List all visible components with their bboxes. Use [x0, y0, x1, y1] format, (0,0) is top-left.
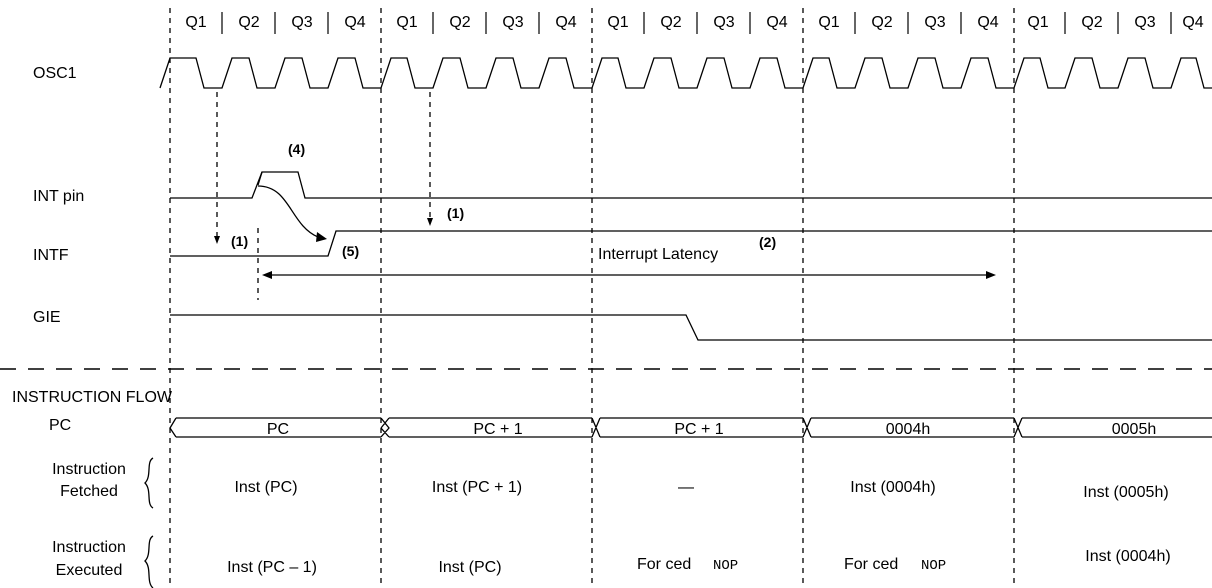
fetched-value: Inst (0005h)	[1083, 484, 1168, 501]
quarter-label: Q2	[660, 14, 681, 31]
quarter-label: Q2	[449, 14, 470, 31]
gie-waveform	[170, 314, 1212, 341]
int-to-intf-arrow	[257, 185, 319, 238]
latency-arrow	[257, 228, 996, 300]
executed-value: Inst (PC)	[438, 559, 501, 576]
pc-value: 0004h	[886, 421, 931, 438]
intf-waveform	[170, 230, 1212, 257]
quarter-labels: Q1 Q2 Q3 Q4 Q1 Q2 Q3 Q4 Q1 Q2 Q3 Q4 Q1 Q…	[185, 14, 1203, 31]
note-4: (4)	[288, 141, 305, 157]
int-pin-pulse-edge	[257, 171, 263, 186]
fetched-label-line1: Instruction	[52, 461, 126, 478]
cycle-boundaries	[169, 8, 1015, 588]
executed-value: Inst (0004h)	[1085, 548, 1170, 565]
pc-value: 0005h	[1112, 421, 1157, 438]
executed-value: For ced	[844, 556, 898, 573]
quarter-label: Q4	[766, 14, 787, 31]
quarter-label: Q1	[607, 14, 628, 31]
quarter-label: Q3	[1134, 14, 1155, 31]
note-1a: (1)	[231, 233, 248, 249]
instruction-flow-title: INSTRUCTION FLOW	[12, 389, 173, 406]
interrupt-latency-label: Interrupt Latency	[598, 246, 718, 263]
quarter-label: Q4	[344, 14, 365, 31]
pc-value: PC + 1	[674, 421, 723, 438]
int-pin-label: INT pin	[33, 188, 84, 205]
pc-value: PC	[267, 421, 289, 438]
quarter-label: Q2	[1081, 14, 1102, 31]
pc-label: PC	[49, 417, 71, 434]
sample-arrows	[214, 92, 433, 244]
executed-nop: NOP	[921, 558, 946, 574]
fetched-value: Inst (0004h)	[850, 479, 935, 496]
quarter-label: Q4	[555, 14, 576, 31]
fetched-value: Inst (PC)	[234, 479, 297, 496]
osc1-waveform	[159, 57, 1212, 89]
interrupt-latency-note: (2)	[759, 234, 776, 250]
pc-bus	[169, 417, 1212, 438]
executed-nop: NOP	[713, 558, 738, 574]
executed-brace	[144, 535, 154, 588]
executed-value: Inst (PC – 1)	[227, 559, 317, 576]
quarter-label: Q2	[871, 14, 892, 31]
int-pin-waveform	[170, 171, 1212, 199]
int-to-intf-arrowhead	[316, 232, 327, 242]
osc1-label: OSC1	[33, 65, 77, 82]
quarter-label: Q4	[1182, 14, 1203, 31]
intf-label: INTF	[33, 247, 69, 264]
quarter-label: Q1	[396, 14, 417, 31]
executed-label-line1: Instruction	[52, 539, 126, 556]
quarter-label: Q3	[924, 14, 945, 31]
quarter-label: Q4	[977, 14, 998, 31]
note-1b: (1)	[447, 205, 464, 221]
quarter-label: Q1	[818, 14, 839, 31]
quarter-label: Q2	[238, 14, 259, 31]
gie-label: GIE	[33, 309, 61, 326]
quarter-label: Q1	[1027, 14, 1048, 31]
executed-value: For ced	[637, 556, 691, 573]
fetched-value: Inst (PC + 1)	[432, 479, 522, 496]
fetched-value: —	[678, 479, 694, 496]
quarter-label: Q3	[713, 14, 734, 31]
fetched-brace	[144, 457, 154, 509]
note-5: (5)	[342, 243, 359, 259]
quarter-label: Q3	[291, 14, 312, 31]
pc-value: PC + 1	[473, 421, 522, 438]
quarter-label: Q3	[502, 14, 523, 31]
fetched-label-line2: Fetched	[60, 483, 118, 500]
executed-label-line2: Executed	[56, 562, 123, 579]
quarter-label: Q1	[185, 14, 206, 31]
quarter-separators	[221, 12, 1172, 34]
